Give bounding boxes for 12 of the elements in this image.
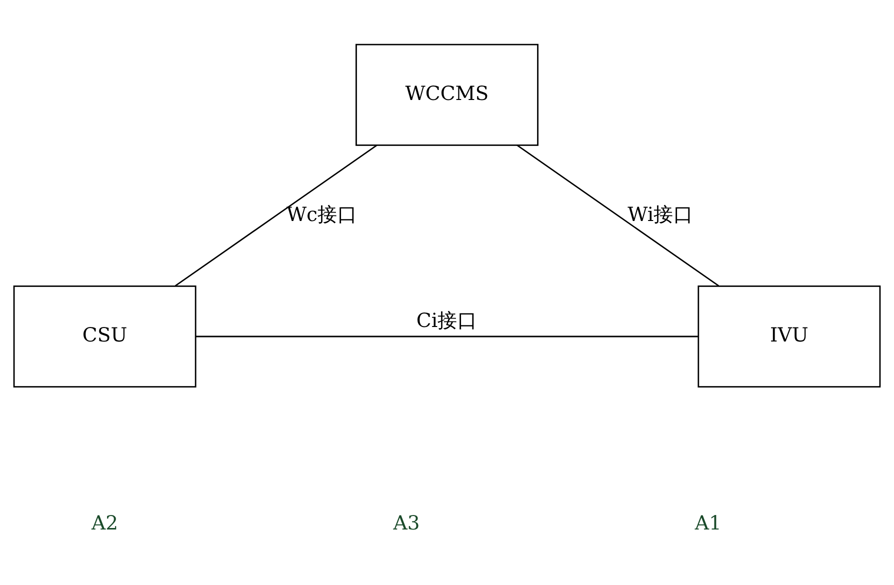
connector <box>196 336 698 338</box>
node-box: WCCMS <box>356 44 538 146</box>
label: A1 <box>694 512 722 535</box>
edge-label: Wc接口 <box>286 202 358 226</box>
connector <box>516 144 720 286</box>
connector <box>174 144 378 286</box>
node-box: IVU <box>698 286 881 388</box>
edge-label: Wi接口 <box>628 202 694 226</box>
label: A2 <box>92 512 118 535</box>
edge-label: Ci接口 <box>416 309 478 332</box>
node-box: CSU <box>13 286 196 388</box>
label: A3 <box>393 512 420 535</box>
